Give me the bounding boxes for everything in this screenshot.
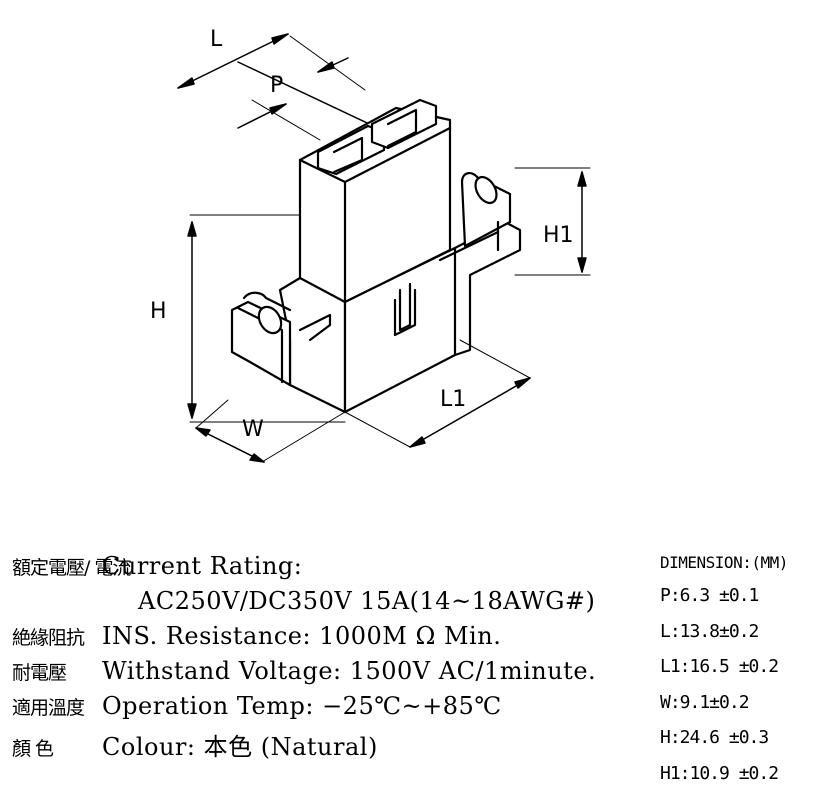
spec-label-zh: 額定電壓/ 電流	[12, 557, 131, 579]
spec-value: Operation Temp: −25℃~+85℃	[102, 692, 502, 720]
spec-row-temperature: 適用溫度 Operation Temp: −25℃~+85℃	[12, 692, 652, 727]
dim-label-H: H	[150, 299, 167, 324]
dim-label-W: W	[242, 417, 264, 442]
spec-label-zh: 適用溫度	[12, 697, 85, 719]
spec-row-rating-value: AC250V/DC350V 15A(14~18AWG#)	[12, 587, 652, 622]
dim-label-P: P	[270, 73, 283, 98]
dimension-row-h1: H1:10.9 ±0.2	[660, 762, 779, 784]
dimension-row-p: P:6.3 ±0.1	[660, 585, 759, 606]
connector-isometric-svg: L P H H1 W L1	[150, 27, 591, 463]
spec-row-rating: 額定電壓/ 電流 Current Rating:	[12, 552, 652, 587]
dimension-row-l1: L1:16.5 ±0.2	[660, 656, 779, 677]
spec-value: AC250V/DC350V 15A(14~18AWG#)	[138, 587, 596, 615]
dimension-row-h: H:24.6 ±0.3	[660, 727, 769, 748]
dim-label-L1: L1	[440, 387, 466, 412]
connector-drawing: L P H H1 W L1	[150, 27, 591, 463]
dimension-table: DIMENSION:(MM) P:6.3 ±0.1 L:13.8±0.2 L1:…	[660, 548, 828, 791]
spec-list: 額定電壓/ 電流 Current Rating: AC250V/DC350V 1…	[12, 552, 652, 762]
dimension-lines	[177, 33, 591, 463]
dimension-row-w: W:9.1±0.2	[660, 691, 750, 713]
spec-label-zh: 絶緣阻抗	[12, 627, 85, 649]
connector-body	[230, 98, 522, 414]
spec-value: Colour: 本色 (Natural)	[102, 733, 378, 761]
spec-row-withstand: 耐電壓 Withstand Voltage: 1500V AC/1minute.	[12, 657, 652, 692]
dimension-row-l: L:13.8±0.2	[660, 620, 759, 642]
spec-value: INS. Resistance: 1000M Ω Min.	[102, 622, 502, 650]
spec-value: Withstand Voltage: 1500V AC/1minute.	[102, 657, 597, 685]
spec-value: Current Rating:	[102, 552, 303, 580]
spec-row-colour: 顏 色 Colour: 本色 (Natural)	[12, 727, 652, 762]
dim-label-H1: H1	[543, 223, 574, 248]
dim-label-L: L	[210, 27, 223, 52]
spec-label-zh: 耐電壓	[12, 662, 67, 684]
spec-row-insulation: 絶緣阻抗 INS. Resistance: 1000M Ω Min.	[12, 622, 652, 657]
spec-label-zh: 顏 色	[12, 738, 54, 760]
dimension-title: DIMENSION:(MM)	[660, 553, 788, 572]
